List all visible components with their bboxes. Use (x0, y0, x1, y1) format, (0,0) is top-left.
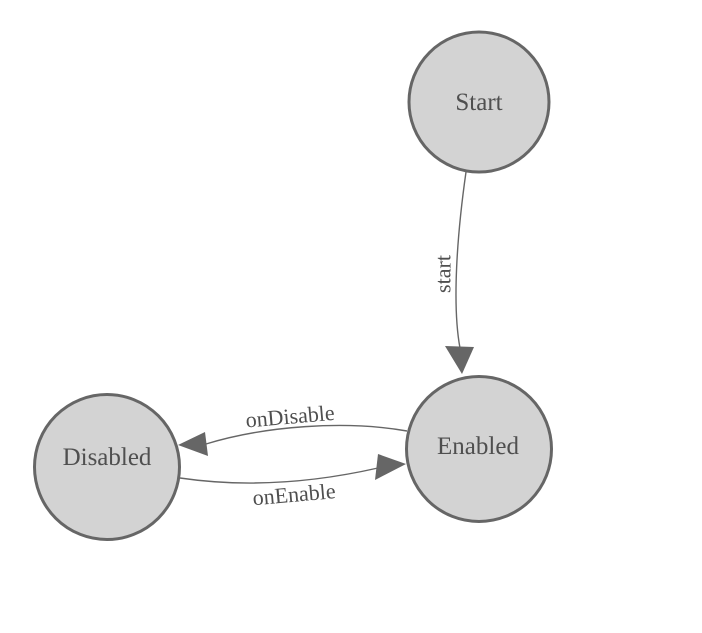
edge-start-to-enabled-line (455, 171, 467, 349)
edge-label-ondisable: onDisable (244, 400, 335, 433)
arrowhead-icon (178, 432, 208, 456)
edge-enabled-to-disabled-line (205, 424, 408, 445)
arrowhead-icon (375, 454, 406, 480)
edge-label-start: start (431, 255, 456, 293)
start-node-label: Start (455, 89, 502, 116)
arrowhead-icon (445, 346, 474, 374)
disabled-node-circle (33, 393, 181, 541)
edge-enabled-to-disabled: onDisable (178, 400, 408, 456)
edge-disabled-to-enabled-line (179, 467, 379, 484)
disabled-node-label: Disabled (63, 444, 152, 471)
edge-disabled-to-enabled: onEnable (179, 454, 406, 510)
state-node-start: Start (407, 30, 551, 174)
enabled-node-circle (405, 375, 553, 523)
edge-start-to-enabled: start (431, 171, 474, 374)
state-node-enabled: Enabled (405, 375, 553, 523)
enabled-node-label: Enabled (437, 433, 519, 460)
start-node-circle (407, 30, 551, 174)
state-node-disabled: Disabled (33, 393, 181, 541)
